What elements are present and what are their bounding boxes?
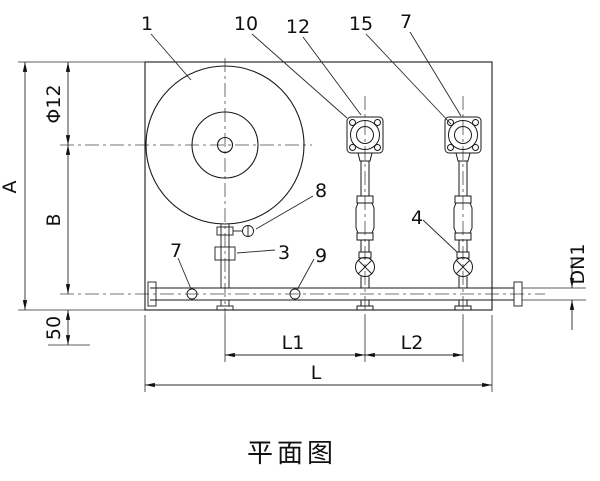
callout-12: 12 xyxy=(286,16,310,38)
dim-phi12: Φ12 xyxy=(43,84,65,123)
dim-L2: L2 xyxy=(401,332,424,354)
callout-labels: 1 10 12 15 7 8 3 9 7 4 xyxy=(141,11,423,267)
callout-7-top: 7 xyxy=(400,11,412,33)
callout-7-left: 7 xyxy=(170,240,182,262)
callout-15: 15 xyxy=(349,13,373,35)
dim-50: 50 xyxy=(43,316,65,340)
callout-4: 4 xyxy=(411,207,423,229)
callout-1: 1 xyxy=(141,13,153,35)
centerlines xyxy=(60,58,545,315)
baseplate-outline xyxy=(144,61,493,311)
dimension-lines xyxy=(22,62,575,388)
dim-A: A xyxy=(0,181,21,194)
dim-DN1: DN1 xyxy=(567,244,589,285)
tank-drop-pipe xyxy=(214,224,254,311)
dimension-labels: A Φ12 B 50 DN1 L1 L2 L xyxy=(0,84,589,384)
callout-9: 9 xyxy=(315,245,327,267)
callout-3: 3 xyxy=(278,242,290,264)
dim-L: L xyxy=(311,362,322,384)
callout-10: 10 xyxy=(234,13,258,35)
header-pipe xyxy=(147,281,523,307)
callout-8: 8 xyxy=(315,180,327,202)
tank-circle xyxy=(145,65,305,225)
dim-L1: L1 xyxy=(282,332,305,354)
dim-B: B xyxy=(43,213,65,226)
drawing-title: 平面图 xyxy=(247,439,337,469)
leader-lines xyxy=(150,31,462,291)
